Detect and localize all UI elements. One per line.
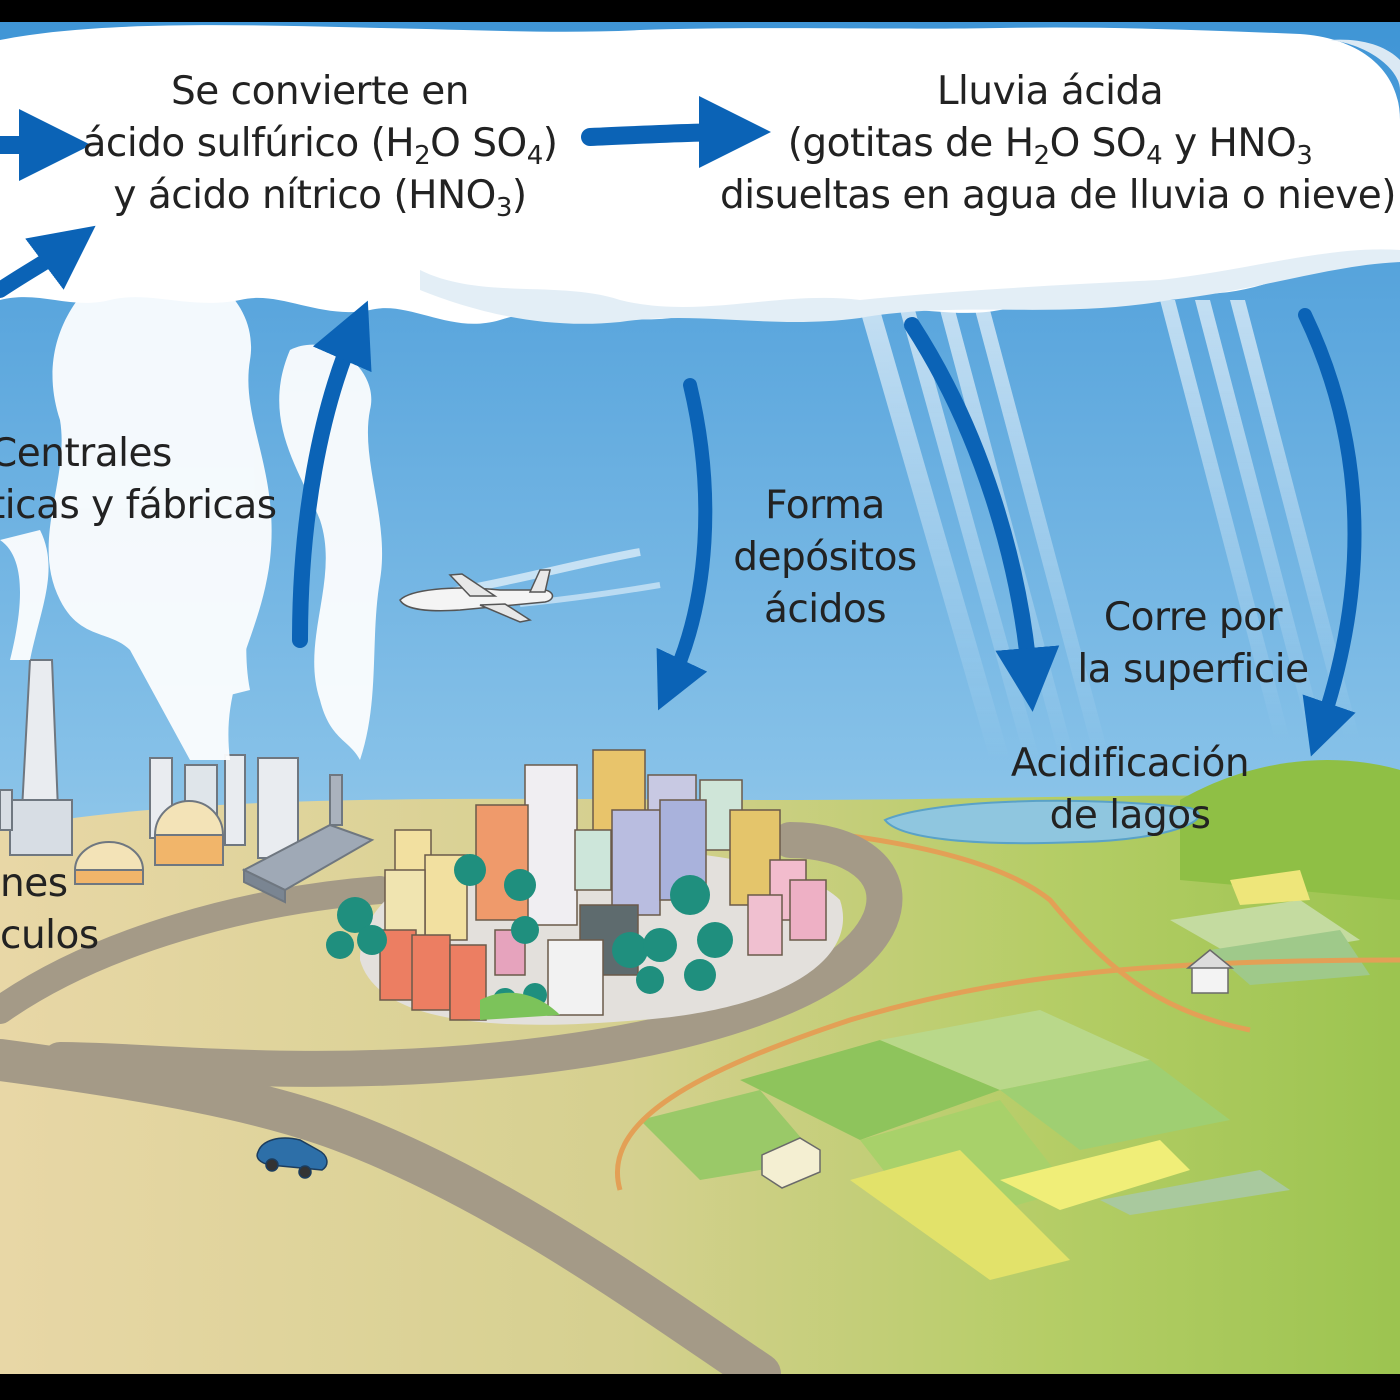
label-runoff: Corre por la superficie xyxy=(1068,592,1318,696)
label-vehicles-line2: culos xyxy=(0,913,99,958)
city-trees xyxy=(326,854,733,1012)
cloud-edge xyxy=(1330,39,1400,90)
farm-buildings xyxy=(761,949,1235,1189)
label-runoff-line2: la superficie xyxy=(1077,647,1309,692)
label-lake-acidification-line1: Acidificación xyxy=(1010,741,1250,786)
hill xyxy=(1180,760,1400,900)
label-lake-acidification-line2: de lagos xyxy=(1049,793,1211,838)
label-acid-rain-line3: disueltas en agua de lluvia o nieve) xyxy=(720,173,1396,218)
label-acid-rain-line1: Lluvia ácida xyxy=(936,69,1164,114)
roads xyxy=(0,822,903,1395)
fields xyxy=(640,870,1370,1280)
city-buildings xyxy=(379,749,827,1021)
label-acid-deposits-line3: ácidos xyxy=(763,587,887,632)
label-vehicles-line1: nes xyxy=(0,861,68,906)
label-converts-line3: y ácido nítrico (HNO3) xyxy=(113,173,527,223)
label-converts-line1: Se convierte en xyxy=(170,69,470,114)
park xyxy=(480,992,560,1020)
car xyxy=(256,1137,328,1179)
label-power-plants: Centrales ticas y fábricas xyxy=(0,428,290,532)
arrow-rise-left xyxy=(0,225,96,298)
label-lake-acidification: Acidificación de lagos xyxy=(990,738,1270,842)
label-power-plants-line2: ticas y fábricas xyxy=(0,483,277,528)
label-power-plants-line1: Centrales xyxy=(0,431,172,476)
arrow-rise-center xyxy=(292,300,372,648)
airplane xyxy=(399,548,661,623)
label-runoff-line1: Corre por xyxy=(1103,595,1283,640)
label-vehicles: nes culos xyxy=(0,858,120,962)
cloud-shade xyxy=(420,249,1400,324)
label-converts-to-acids: Se convierte en ácido sulfúrico (H2O SO4… xyxy=(60,66,580,222)
lake xyxy=(883,799,1200,845)
dirt-path-2 xyxy=(799,827,1251,1033)
cloud xyxy=(0,25,1400,324)
label-converts-line2: ácido sulfúrico (H2O SO4) xyxy=(82,121,558,171)
smoke-plumes xyxy=(0,258,383,760)
arrow-acid-to-rain xyxy=(581,96,771,169)
label-acid-deposits: Forma depósitos ácidos xyxy=(720,480,930,636)
arrow-lake xyxy=(904,317,1060,712)
label-acid-deposits-line2: depósitos xyxy=(733,535,917,580)
factory xyxy=(0,659,375,904)
label-acid-rain-line2: (gotitas de H2O SO4 y HNO3 xyxy=(787,121,1313,171)
arrow-deposits xyxy=(656,378,713,711)
label-acid-rain: Lluvia ácida (gotitas de H2O SO4 y HNO3 … xyxy=(720,66,1396,222)
arrow-runoff xyxy=(1298,308,1362,757)
label-acid-deposits-line1: Forma xyxy=(765,483,885,528)
flow-arrows xyxy=(0,96,1362,757)
